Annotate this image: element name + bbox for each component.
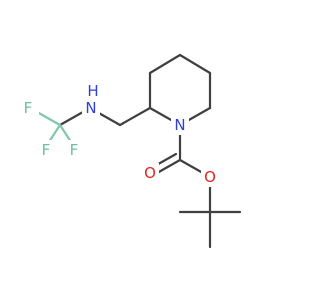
piperidine-ring — [148, 53, 212, 127]
amine-hydrogen-label: H — [87, 82, 98, 100]
fluorine-label-2: F — [42, 141, 51, 159]
fluorine-label-3: F — [70, 141, 79, 159]
molecule-structure: N N H O O F F F — [21, 53, 242, 249]
bond-c3-c4 — [148, 53, 182, 75]
ester-oxygen-label: O — [204, 168, 216, 186]
amine-nitrogen-label: N — [85, 99, 96, 117]
bond-c4-c5 — [178, 53, 212, 75]
boc-group — [144, 123, 242, 249]
carbonyl-oxygen-label: O — [144, 164, 156, 182]
atom-labels: N N H O O F F F — [21, 82, 219, 187]
ring-nitrogen-label: N — [174, 116, 185, 134]
fluorine-label-1: F — [24, 99, 33, 117]
bond-c2-ch2 — [118, 106, 152, 127]
